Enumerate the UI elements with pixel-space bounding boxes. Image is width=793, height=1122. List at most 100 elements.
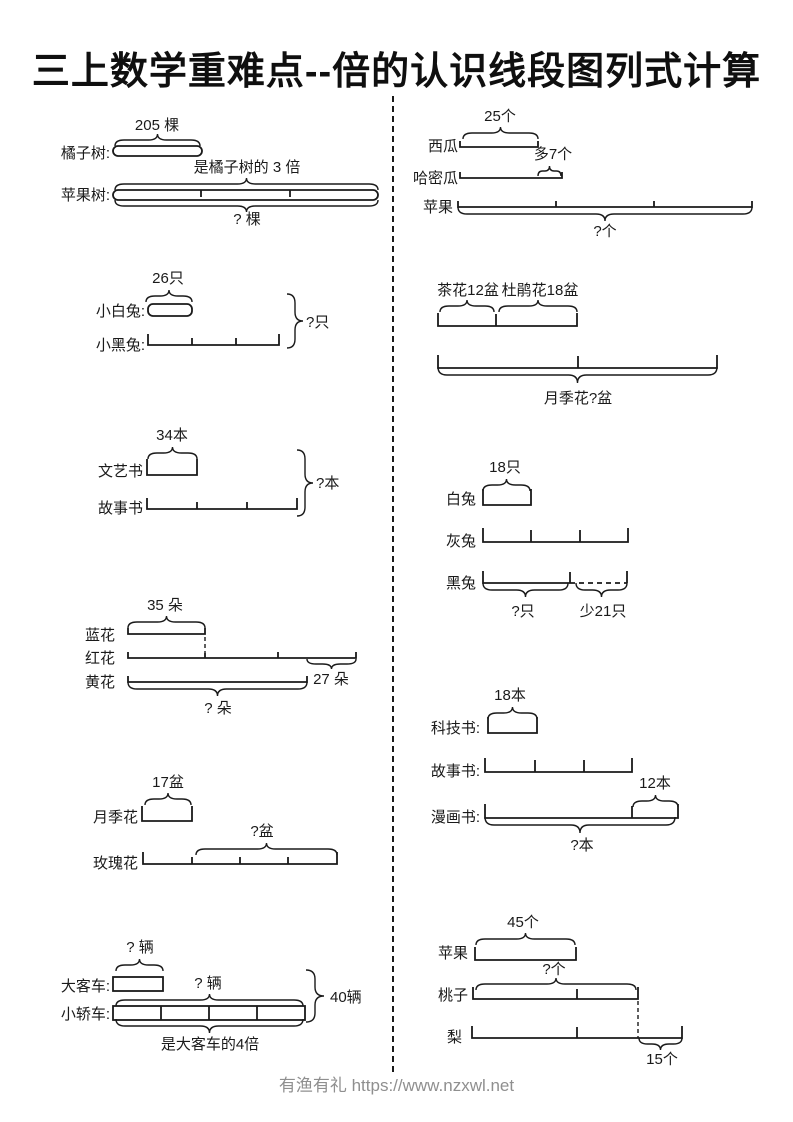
bar-tech-books <box>487 717 538 734</box>
question-label: ?本 <box>316 475 339 492</box>
underbrace <box>437 366 718 384</box>
problem-melons: 25个 西瓜 多7个 哈密瓜 苹果 ?个 <box>413 108 753 240</box>
count-label: 茶花12盆 <box>437 282 499 299</box>
count-label: 18本 <box>494 687 526 704</box>
question-label: ? 辆 <box>126 939 154 956</box>
row-label: 文艺书 <box>98 463 143 480</box>
bar-orange-trees <box>112 145 203 157</box>
row-label: 桃子 <box>438 987 468 1004</box>
underbrace <box>575 582 628 598</box>
problem-flowers-left: 35 朵 蓝花 红花 27 朵 黄花 ? 朵 <box>85 597 357 717</box>
overbrace <box>475 977 637 991</box>
overbrace <box>487 706 538 720</box>
row-label: 漫画书: <box>431 809 480 826</box>
row-label: 黑兔 <box>446 575 476 592</box>
bar-apples <box>474 947 577 961</box>
overbrace <box>632 794 679 808</box>
problem-vehicles: ? 辆 大客车: ? 辆 小轿车: 是大客车的4倍 40辆 <box>61 939 362 1053</box>
more-label: 多7个 <box>534 146 572 163</box>
row-label: 白兔 <box>446 491 476 508</box>
bar-comic-books <box>484 804 679 819</box>
count-label: 杜鹃花18盆 <box>502 282 579 299</box>
question-label: ?本 <box>570 837 593 854</box>
row-label: 故事书: <box>431 763 480 780</box>
page-title: 三上数学重难点--倍的认识线段图列式计算 <box>31 51 762 93</box>
bar-grey-rabbits <box>482 528 629 543</box>
problem-books-left: 34本 文艺书 故事书 ?本 <box>98 427 339 517</box>
row-label: 大客车: <box>61 978 110 995</box>
bar-white-rabbits <box>482 489 532 506</box>
overbrace <box>145 289 193 303</box>
count-label: 18只 <box>489 459 521 476</box>
bar-peaches <box>472 987 639 1000</box>
bar-yueji-total <box>437 355 718 369</box>
right-brace <box>305 969 325 1023</box>
overbrace <box>147 446 198 460</box>
underbrace <box>306 658 357 670</box>
question-label: ? 辆 <box>194 975 222 992</box>
extra-label: 12本 <box>639 775 671 792</box>
bar-white-rabbits <box>147 303 193 317</box>
bar-story-books <box>484 758 633 773</box>
question-label: 月季花?盆 <box>544 390 612 407</box>
row-label: 苹果 <box>438 945 468 962</box>
multiple-note: 是橘子树的 3 倍 <box>194 159 301 176</box>
row-label: 月季花 <box>93 809 138 826</box>
bar-hami <box>459 172 563 179</box>
underbrace <box>115 1018 304 1034</box>
row-label: 红花 <box>85 650 115 667</box>
total-label: 40辆 <box>330 989 362 1006</box>
underbrace <box>457 206 753 222</box>
bar-black-rabbits <box>147 334 280 346</box>
footer-watermark: 有渔有礼 https://www.nzxwl.net <box>278 1076 515 1095</box>
question-label: ? 朵 <box>204 700 232 717</box>
bar-ticks <box>200 190 291 197</box>
bar-story-books <box>146 498 298 510</box>
right-brace <box>296 449 314 517</box>
row-label: 梨 <box>447 1029 462 1046</box>
bar-blue-flowers <box>127 628 206 635</box>
problem-flowers-right: 茶花12盆 杜鹃花18盆 月季花?盆 <box>437 282 718 407</box>
overbrace <box>115 958 164 972</box>
bar-yellow-flowers <box>127 676 308 683</box>
row-label: 小轿车: <box>61 1006 110 1023</box>
problem-trees: 205 棵 橘子树: 是橘子树的 3 倍 苹果树: ? 棵 <box>61 117 379 228</box>
underbrace <box>484 816 676 834</box>
count-label: 25个 <box>484 108 516 125</box>
bar-yueji <box>141 806 193 822</box>
question-label: ?只 <box>306 314 329 331</box>
bar-apples <box>457 201 753 208</box>
right-brace <box>286 293 304 349</box>
row-label: 西瓜 <box>428 138 458 155</box>
overbrace <box>195 842 338 856</box>
overbrace <box>537 165 562 177</box>
row-label: 哈密瓜 <box>413 170 458 187</box>
count-label: 35 朵 <box>147 597 183 614</box>
overbrace <box>439 299 495 313</box>
question-label: ?个 <box>593 223 616 240</box>
count-label: 205 棵 <box>135 117 179 134</box>
overbrace <box>498 299 578 313</box>
row-label: 小黑兔: <box>96 337 145 354</box>
question-label: ?盆 <box>250 823 273 840</box>
problem-small-rabbits: 26只 小白兔: 小黑兔: ?只 <box>96 270 330 354</box>
overbrace <box>114 177 379 191</box>
bar-roses <box>142 852 338 865</box>
bar-camellia-azalea <box>437 313 578 327</box>
question-label: ?只 <box>511 603 534 620</box>
question-label: ? 棵 <box>233 211 261 228</box>
problem-pots-left: 17盆 月季花 ?盆 玫瑰花 <box>93 774 338 872</box>
overbrace <box>144 792 192 806</box>
row-label: 科技书: <box>431 720 480 737</box>
less-label: 少21只 <box>580 603 627 620</box>
overbrace <box>475 932 576 946</box>
row-label: 玫瑰花 <box>93 855 138 872</box>
row-label: 灰兔 <box>446 533 476 550</box>
row-label: 小白兔: <box>96 303 145 320</box>
row-label: 苹果树: <box>61 187 110 204</box>
row-label: 蓝花 <box>85 627 115 644</box>
problem-books-right: 18本 科技书: 故事书: 12本 漫画书: ?本 <box>431 687 679 854</box>
diff-label: 27 朵 <box>313 671 349 688</box>
bar-art-books <box>146 459 198 476</box>
